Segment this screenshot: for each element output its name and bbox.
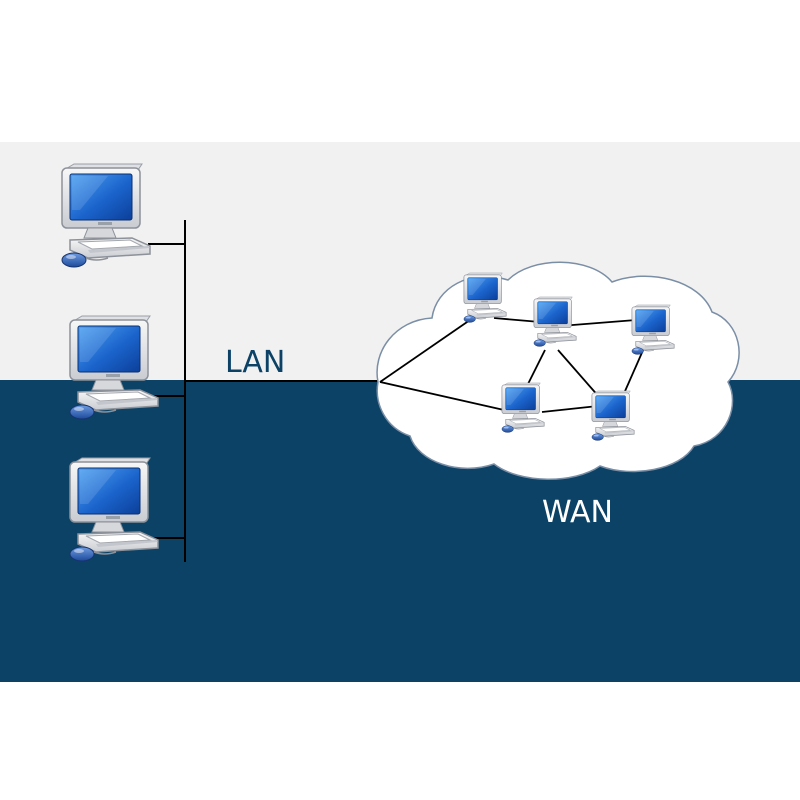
lan-label: LAN	[225, 345, 285, 380]
lan-computer-1	[61, 163, 151, 268]
lan-wiring	[148, 220, 378, 562]
wan-computer-5	[591, 390, 635, 441]
wan-computer-1	[463, 272, 507, 323]
lan-computer-3	[69, 457, 159, 562]
lan-computer-2	[69, 315, 159, 420]
wan-links	[379, 317, 645, 413]
wan-label: WAN	[542, 495, 613, 530]
wan-computer-2	[533, 296, 577, 347]
wan-computer-4	[501, 382, 545, 433]
wan-computer-3	[631, 304, 675, 355]
